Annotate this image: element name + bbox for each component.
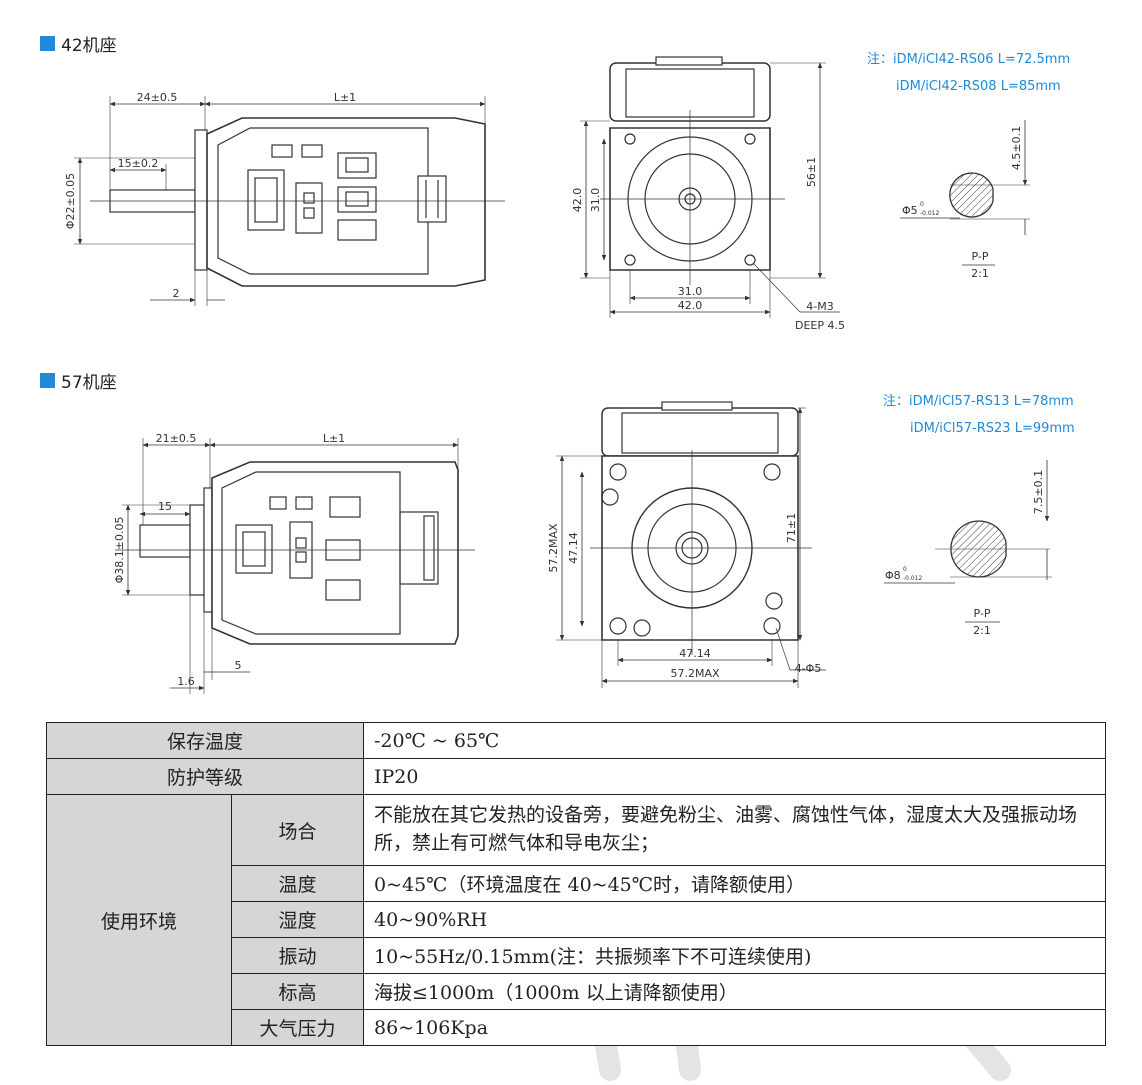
dim-57-step-b: 1.6 (177, 675, 195, 688)
dim-57-w-inner: 47.14 (679, 647, 711, 660)
dim-42-total-h: 56±1 (805, 157, 818, 187)
dim-42-shaft-len: 15±0.2 (118, 157, 159, 170)
spec-table: 保存温度 -20℃ ~ 65℃ 防护等级 IP20 使用环境 场合 不能放在其它… (46, 722, 1106, 1046)
shaft-section-57 (884, 460, 1052, 623)
label-env-vibration: 振动 (231, 937, 364, 974)
dim-57-shaft: 21±0.5 (156, 432, 197, 445)
dim-57-total-h: 71±1 (785, 513, 798, 543)
section-label-42: P-P (972, 250, 989, 263)
dim-42-dia: Φ22±0.05 (64, 173, 77, 229)
note-42-line2: iDM/iCl42-RS08 L=85mm (896, 79, 1061, 94)
dim-57-shaft-len: 15 (158, 500, 172, 513)
shaft-section-42 (900, 120, 1030, 266)
dim-57-body: L±1 (323, 432, 345, 445)
table-row: 温度 0~45℃（环境温度在 40~45℃时，请降额使用） (47, 865, 1106, 902)
table-row: 防护等级 IP20 (46, 758, 1106, 795)
label-env: 使用环境 (46, 794, 232, 1046)
dim-57-h-outer: 57.2MAX (547, 523, 560, 573)
value-env-vibration: 10~55Hz/0.15mm(注：共振频率下不可连续使用) (363, 937, 1106, 974)
label-env-pressure: 大气压力 (231, 1009, 364, 1046)
side-view-42 (74, 96, 505, 306)
table-row: 大气压力 86~106Kpa (47, 1009, 1106, 1046)
value-env-temp: 0~45℃（环境温度在 40~45℃时，请降额使用） (363, 865, 1106, 902)
value-env-occasion: 不能放在其它发热的设备旁，要避免粉尘、油雾、腐蚀性气体，湿度太大及强振动场所，禁… (363, 794, 1106, 866)
label-env-humidity: 湿度 (231, 901, 364, 938)
dim-42-h-outer: 42.0 (571, 188, 584, 213)
dim-42-step: 2 (173, 287, 180, 300)
dim-42-h-inner: 31.0 (589, 188, 602, 213)
section-marker (40, 373, 55, 388)
value-storage-temp: -20℃ ~ 65℃ (363, 722, 1106, 759)
section-title-42: 42机座 (40, 31, 117, 56)
section-marker (40, 36, 55, 51)
dim-57-shaft-dia: Φ8 (885, 569, 901, 582)
table-row: 标高 海拔≤1000m（1000m 以上请降额使用） (47, 973, 1106, 1010)
label-protection: 防护等级 (46, 758, 364, 795)
dim-42-shaft: 24±0.5 (137, 91, 178, 104)
note-57-line1: 注：iDM/iCl57-RS13 L=78mm (883, 394, 1074, 409)
value-protection: IP20 (363, 758, 1106, 795)
dim-42-body: L±1 (334, 91, 356, 104)
scale-42: 2:1 (971, 267, 989, 280)
section-label-57: P-P (974, 607, 991, 620)
table-row: 保存温度 -20℃ ~ 65℃ (46, 722, 1106, 759)
value-env-altitude: 海拔≤1000m（1000m 以上请降额使用） (363, 973, 1106, 1010)
label-env-occasion: 场合 (231, 794, 364, 866)
dim-57-w-outer: 57.2MAX (670, 667, 720, 680)
dim-57-dia: Φ38.1±0.05 (113, 517, 126, 584)
value-env-pressure: 86~106Kpa (363, 1009, 1106, 1046)
label-storage-temp: 保存温度 (46, 722, 364, 759)
dim-42-shaft-flat: 4.5±0.1 (1010, 126, 1023, 170)
label-env-altitude: 标高 (231, 973, 364, 1010)
dim-42-hole-note-2: DEEP 4.5 (795, 319, 845, 332)
dim-42-w-inner: 31.0 (678, 285, 703, 298)
tol-42-bottom: -0.012 (920, 210, 940, 217)
table-row: 振动 10~55Hz/0.15mm(注：共振频率下不可连续使用) (47, 937, 1106, 974)
table-row: 湿度 40~90%RH (47, 901, 1106, 938)
tol-57-top: 0 (903, 566, 907, 573)
side-view-57 (115, 438, 475, 694)
value-env-humidity: 40~90%RH (363, 901, 1106, 938)
section-title-57: 57机座 (40, 368, 117, 393)
dim-57-h-inner: 47.14 (567, 532, 580, 564)
dim-42-hole-note-1: 4-M3 (806, 300, 833, 313)
front-view-42 (580, 56, 840, 318)
label-env-temp: 温度 (231, 865, 364, 902)
dim-57-shaft-flat: 7.5±0.1 (1032, 470, 1045, 514)
scale-57: 2:1 (973, 624, 991, 637)
dim-42-w-outer: 42.0 (678, 299, 703, 312)
tol-42-top: 0 (920, 201, 924, 208)
dim-57-step-a: 5 (235, 659, 242, 672)
note-57-line2: iDM/iCl57-RS23 L=99mm (910, 421, 1075, 436)
front-view-57 (556, 401, 826, 688)
table-row: 使用环境 场合 不能放在其它发热的设备旁，要避免粉尘、油雾、腐蚀性气体，湿度太大… (46, 794, 1106, 1046)
technical-drawings: 24±0.5 L±1 15±0.2 Φ22±0.05 2 42.0 (64, 56, 1052, 694)
dim-42-shaft-dia: Φ5 (902, 204, 918, 217)
note-42-line1: 注：iDM/iCl42-RS06 L=72.5mm (867, 52, 1071, 67)
dim-57-hole-note: 4-Φ5 (795, 662, 822, 675)
tol-57-bottom: -0.012 (903, 575, 923, 582)
